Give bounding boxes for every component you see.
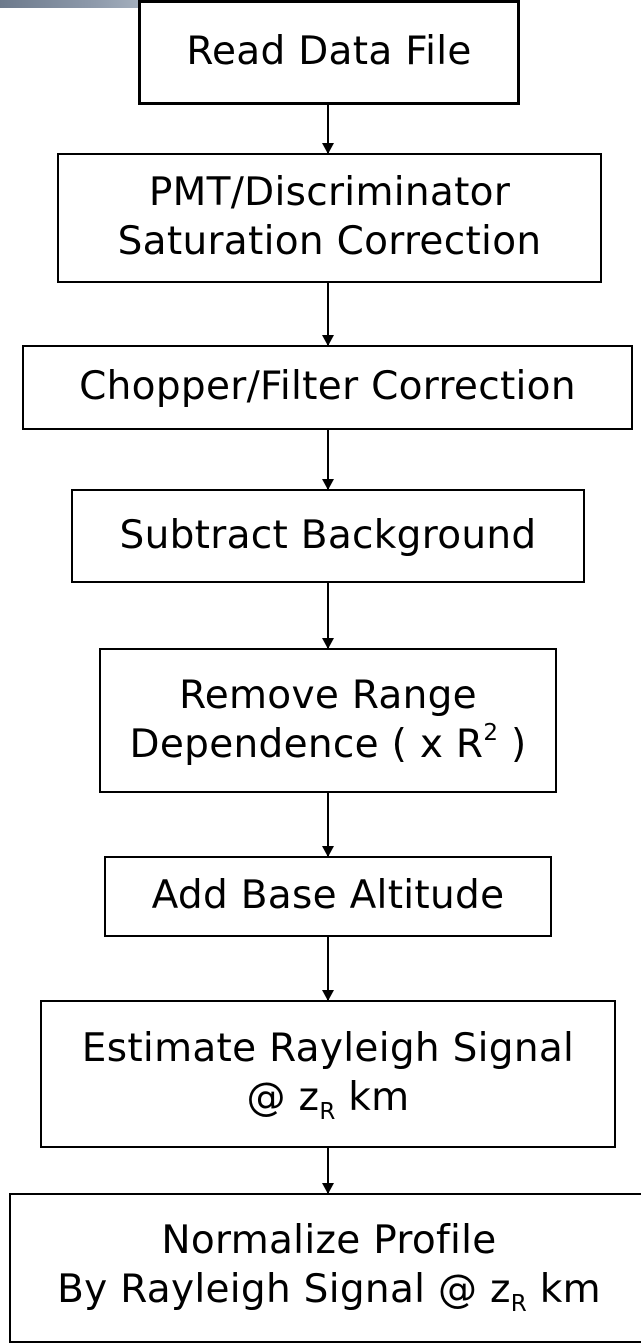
step-read-data-file: Read Data File <box>138 0 520 105</box>
step-saturation-correction: PMT/Discriminator Saturation Correction <box>57 153 602 283</box>
step-label-line2: @ zR km <box>246 1074 410 1125</box>
step-remove-range-dependence: Remove Range Dependence ( x R2 ) <box>99 648 557 793</box>
step-label-line2: By Rayleigh Signal @ zR km <box>57 1266 601 1317</box>
flow-arrow <box>322 583 334 649</box>
step-label: PMT/Discriminator <box>148 170 511 216</box>
flow-arrow <box>322 793 334 857</box>
step-estimate-rayleigh-signal: Estimate Rayleigh Signal @ zR km <box>40 1000 616 1148</box>
label-text: km <box>335 1075 410 1120</box>
step-label: Saturation Correction <box>117 219 542 264</box>
step-label: Subtract Background <box>119 512 537 558</box>
label-text: km <box>527 1266 601 1312</box>
superscript: 2 <box>483 719 499 746</box>
step-label: Chopper/Filter Correction <box>79 364 576 410</box>
step-label: Estimate Rayleigh Signal <box>81 1026 575 1072</box>
label-text: ) <box>498 721 527 767</box>
step-label: Read Data File <box>186 29 472 75</box>
label-text: Dependence ( x R <box>129 721 484 767</box>
subscript: R <box>510 1290 528 1317</box>
flow-arrow <box>322 937 334 1001</box>
label-text: By Rayleigh Signal @ z <box>57 1266 511 1312</box>
step-subtract-background: Subtract Background <box>71 489 585 583</box>
step-add-base-altitude: Add Base Altitude <box>104 856 552 937</box>
flow-arrow <box>322 283 334 346</box>
flow-arrow <box>322 105 334 154</box>
step-normalize-profile: Normalize Profile By Rayleigh Signal @ z… <box>9 1193 641 1343</box>
step-label: Remove Range <box>179 672 477 718</box>
label-text: @ z <box>246 1075 320 1120</box>
flow-arrow <box>322 430 334 490</box>
subscript: R <box>319 1099 336 1125</box>
flow-arrow <box>322 1148 334 1194</box>
step-label: Add Base Altitude <box>151 873 505 919</box>
background-photo-corner <box>0 0 238 8</box>
step-label-line2: Dependence ( x R2 ) <box>130 721 527 770</box>
step-label: Normalize Profile <box>161 1218 497 1263</box>
step-chopper-filter-correction: Chopper/Filter Correction <box>22 345 633 430</box>
